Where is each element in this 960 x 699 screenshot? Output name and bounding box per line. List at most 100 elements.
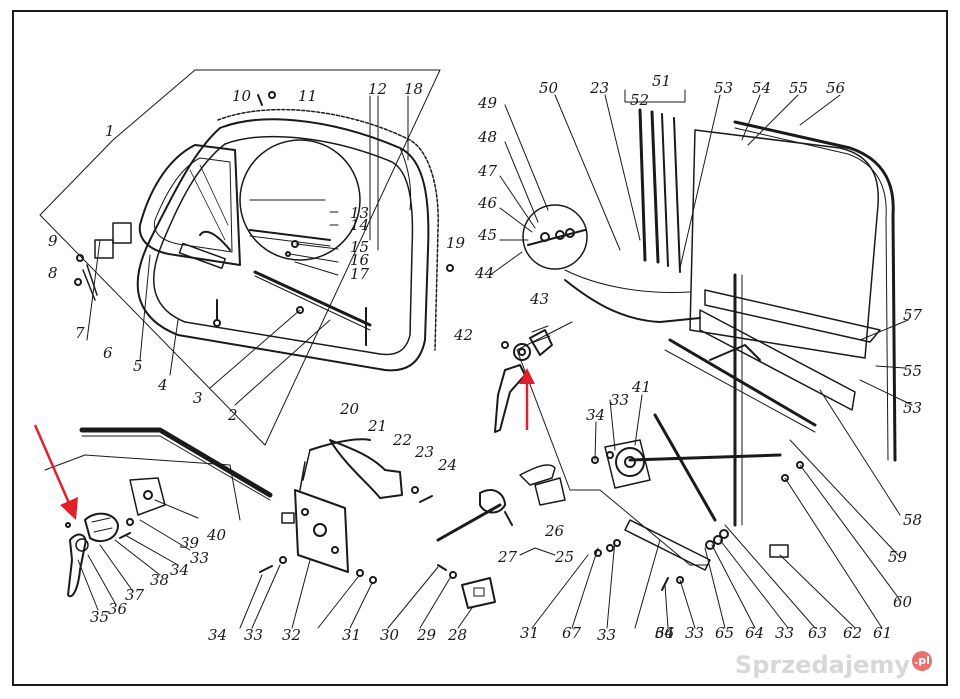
part-label-14: 14 — [350, 216, 369, 234]
inner-handle-35 — [67, 533, 87, 598]
highlight-arrows — [33, 368, 535, 520]
part-label-8: 8 — [48, 264, 58, 282]
outer-handle-22 — [329, 439, 403, 499]
part-label-49: 49 — [477, 94, 498, 112]
part-label-44: 44 — [474, 264, 494, 282]
part-label-32: 32 — [282, 626, 301, 644]
part-label-42: 42 — [453, 326, 473, 344]
part-label-64: 64 — [745, 624, 764, 642]
part-label-48: 48 — [477, 128, 497, 146]
part-label-34-5: 34 — [586, 406, 605, 424]
window-run-channel — [733, 120, 897, 462]
part-label-63: 63 — [808, 624, 827, 642]
part-label-27: 27 — [497, 548, 518, 566]
part-label-28: 28 — [447, 626, 467, 644]
belt-moulding — [253, 270, 372, 327]
inner-handle-42 — [494, 364, 526, 433]
watermark-logo-dot: .pl — [912, 651, 932, 671]
part-label-38: 38 — [150, 571, 169, 589]
part-label-35: 35 — [90, 608, 109, 626]
part-label-20: 20 — [339, 400, 360, 418]
part-label-18: 18 — [404, 80, 423, 98]
part-label-37: 37 — [125, 586, 145, 604]
glass-lifter-channel — [699, 309, 856, 411]
glass-channel-lower — [704, 289, 881, 343]
part-label-19: 19 — [446, 234, 466, 252]
part-label-7: 7 — [75, 324, 85, 342]
part-label-36: 36 — [108, 600, 128, 618]
part-label-34-9: 34 — [655, 624, 674, 642]
red-arrow-left — [33, 424, 74, 511]
part-label-43: 43 — [529, 290, 549, 308]
part-label-60: 60 — [893, 593, 913, 611]
watermark: Sprzedajemy.pl — [735, 651, 932, 679]
part-label-23-11: 23 — [589, 79, 609, 97]
part-label-54: 54 — [752, 79, 771, 97]
part-label-3: 3 — [193, 389, 203, 407]
part-label-21: 21 — [367, 417, 387, 435]
part-label-24: 24 — [437, 456, 457, 474]
part-label-55-3: 55 — [903, 362, 922, 380]
part-label-34-13: 34 — [170, 561, 189, 579]
part-label-62: 62 — [843, 624, 862, 642]
part-label-16: 16 — [350, 251, 370, 269]
part-label-5: 5 — [133, 357, 143, 375]
detail-circle-left — [239, 139, 361, 261]
part-label-30: 30 — [380, 626, 400, 644]
part-label-34: 34 — [208, 626, 227, 644]
detail-circle-right — [522, 204, 588, 270]
part-label-58: 58 — [903, 511, 922, 529]
door-lock-32 — [294, 489, 349, 573]
part-label-2: 2 — [227, 406, 238, 424]
part-label-10: 10 — [232, 87, 252, 105]
part-label-6: 6 — [103, 344, 113, 362]
door-seal-strip — [217, 108, 439, 351]
part-label-33: 33 — [244, 626, 263, 644]
part-label-50: 50 — [539, 79, 559, 97]
part-label-15: 15 — [350, 238, 369, 256]
part-label-31-10: 31 — [520, 624, 539, 642]
diagram-frame — [12, 10, 948, 686]
part-label-26: 26 — [544, 522, 565, 540]
part-label-13: 13 — [350, 204, 369, 222]
part-label-47: 47 — [477, 162, 498, 180]
part-label-17: 17 — [350, 265, 370, 283]
vent-window-frame — [138, 144, 241, 266]
remote-rod-40 — [79, 427, 273, 498]
part-label-51: 51 — [652, 72, 671, 90]
part-label-53-2: 53 — [903, 399, 922, 417]
part-label-12: 12 — [368, 80, 387, 98]
part-label-9: 9 — [48, 232, 58, 250]
part-label-31: 31 — [342, 626, 361, 644]
part-label-39: 39 — [180, 534, 200, 552]
part-label-41: 41 — [631, 378, 651, 396]
part-label-1: 1 — [105, 122, 115, 140]
watermark-text: Sprzedajemy — [734, 651, 910, 679]
part-label-25: 25 — [554, 548, 574, 566]
part-label-4: 4 — [157, 376, 168, 394]
door-frame-outer — [136, 118, 430, 372]
handle-plate-39 — [129, 477, 166, 516]
part-label-61: 61 — [873, 624, 892, 642]
part-label-67: 67 — [562, 624, 582, 642]
part-label-23: 23 — [414, 443, 434, 461]
part-label-33-12: 33 — [190, 549, 209, 567]
part-label-57: 57 — [903, 306, 923, 324]
part-label-55: 55 — [789, 79, 808, 97]
part-label-33-8: 33 — [685, 624, 704, 642]
part-label-33-6: 33 — [597, 626, 616, 644]
part-label-46: 46 — [477, 194, 498, 212]
part-label-40: 40 — [206, 526, 227, 544]
part-label-53: 53 — [714, 79, 733, 97]
window-glass — [689, 129, 879, 359]
part-label-56: 56 — [826, 79, 846, 97]
door-frame-inner — [153, 135, 414, 356]
part-label-22: 22 — [392, 431, 412, 449]
part-label-65: 65 — [715, 624, 734, 642]
part-label-45: 45 — [477, 226, 497, 244]
part-label-66: 66 — [655, 624, 675, 642]
part-label-29: 29 — [416, 626, 437, 644]
